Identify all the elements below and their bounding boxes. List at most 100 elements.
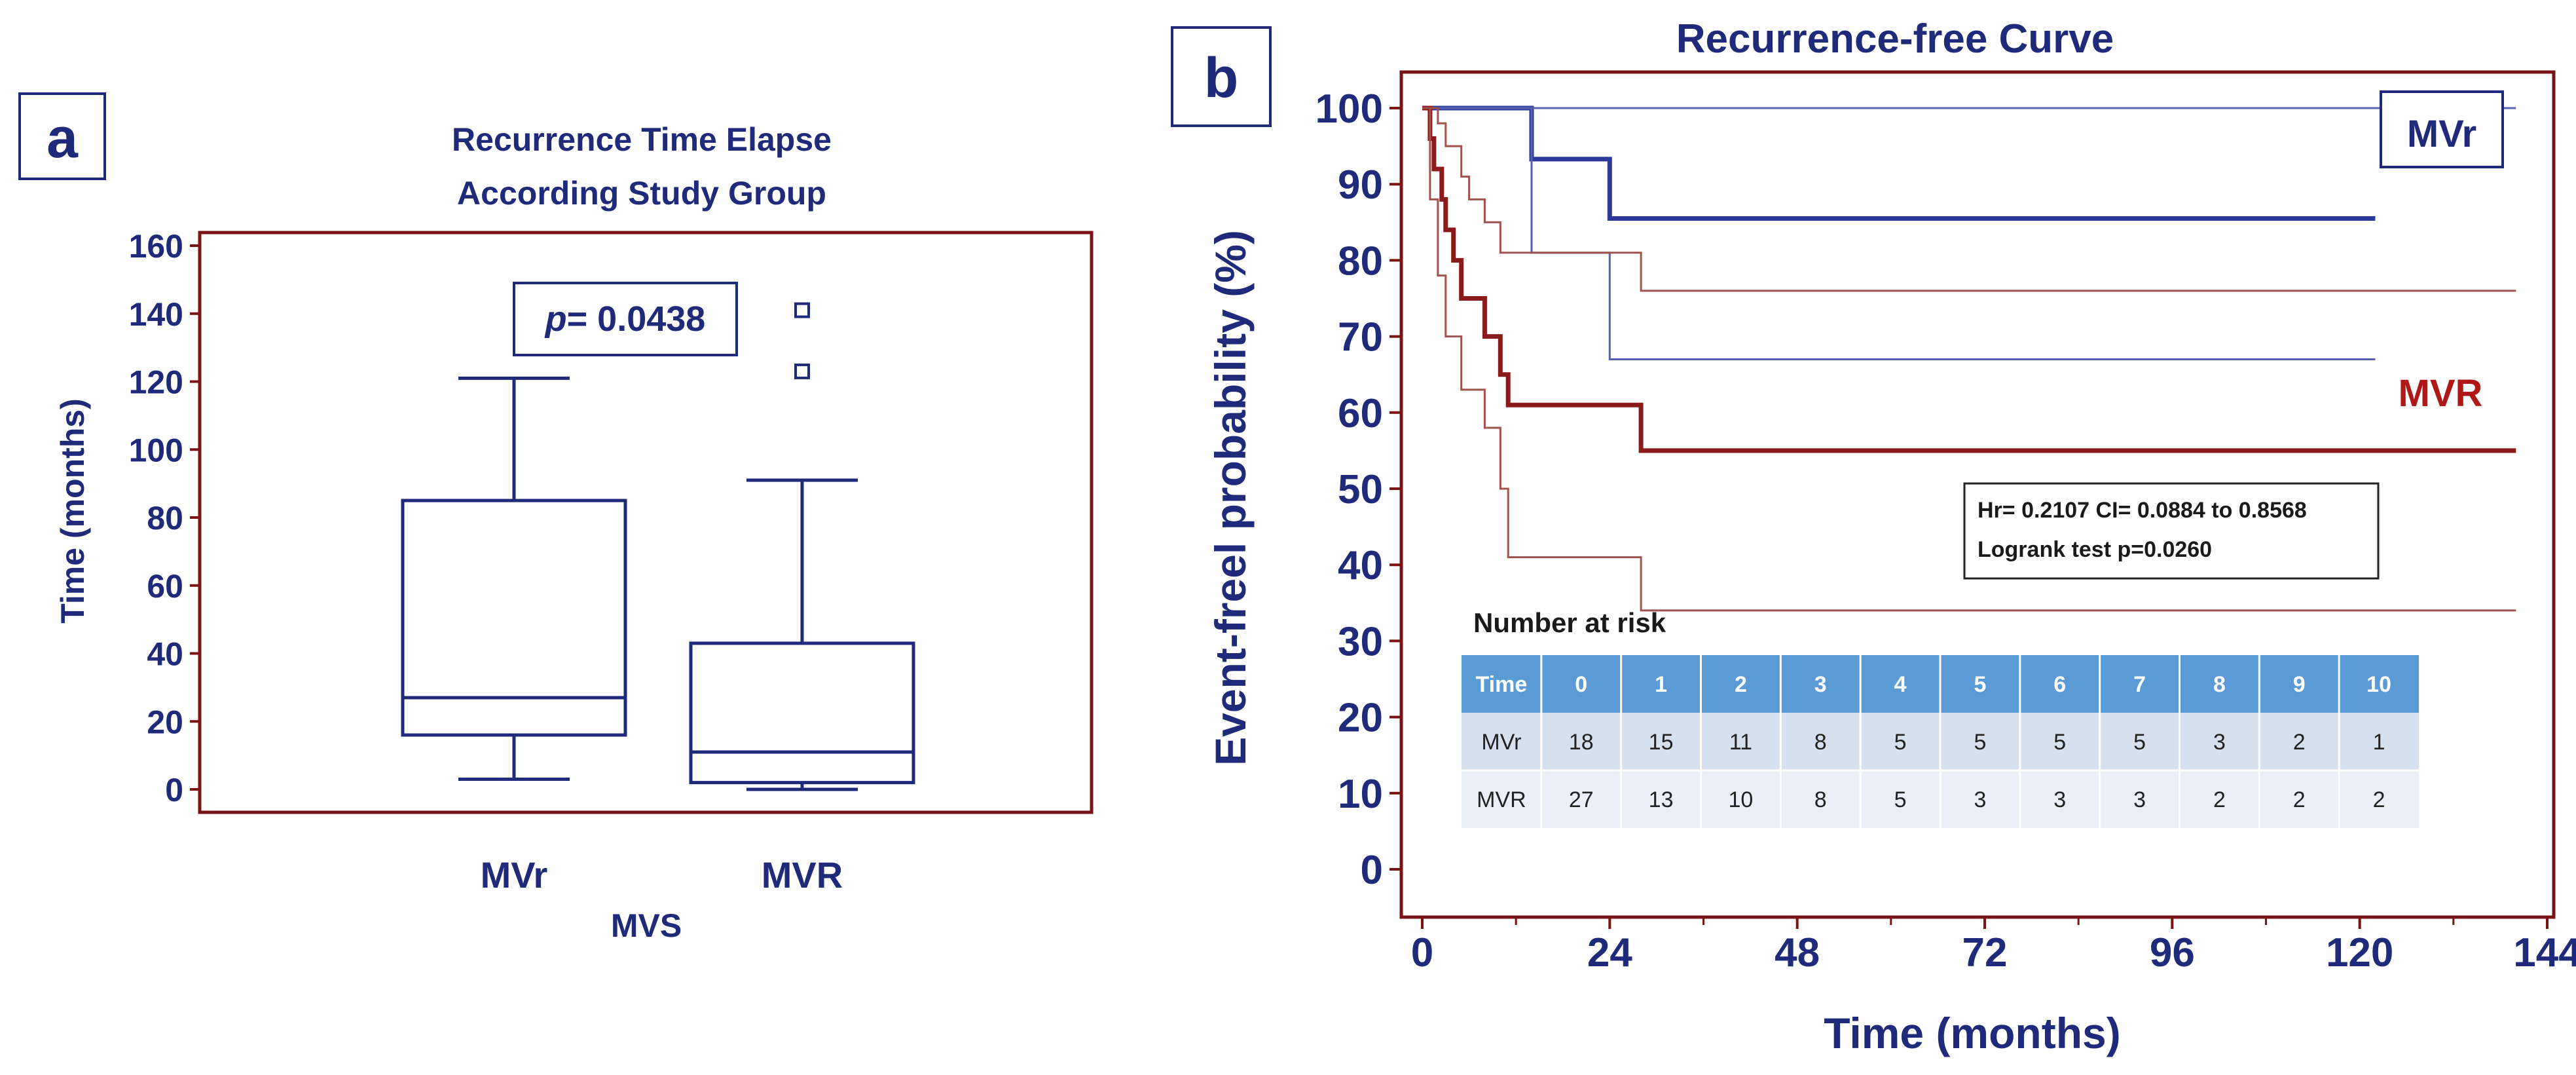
panel-b-x-tick-label: 144 (2513, 930, 2576, 975)
panel-b-y-tick-label: 40 (1338, 543, 1383, 588)
risk-table-cell: 2 (2213, 787, 2226, 812)
km-curves (1422, 105, 2516, 612)
panel-b-x-tick-label: 120 (2326, 930, 2393, 975)
panel-b-y-tick-label: 90 (1338, 162, 1383, 208)
risk-table-cell: MVr (1481, 730, 1521, 755)
legend-mvr-small-label: MVr (2407, 113, 2476, 155)
panel-b-letter: b (1204, 47, 1239, 109)
risk-table-header-cell: 10 (2366, 672, 2391, 697)
panel-b-y-axis-label: Event-freel probability (%) (1206, 230, 1255, 766)
risk-table-cell: 15 (1649, 730, 1674, 755)
box-outlier (794, 363, 810, 379)
panel-b-letter-box (1171, 26, 1272, 127)
panel-a-y-tick-label: 100 (129, 432, 183, 468)
stats-hazard-ratio: Hr= 0.2107 CI= 0.0884 to 0.8568 (1978, 498, 2307, 523)
panel-a-x-category-label: MVr (481, 854, 548, 896)
panel-b-y-tick-label: 60 (1338, 391, 1383, 436)
risk-table-cell: 2 (2293, 730, 2306, 755)
risk-table-header-cell: 5 (1974, 672, 1986, 697)
pvalue-text: p= 0.0438 (544, 299, 706, 339)
risk-table-cell: 5 (1894, 787, 1907, 812)
panel-a-letter-box (18, 92, 106, 180)
panel-b-plot-frame (1399, 70, 2556, 919)
risk-table-title: Number at risk (1473, 607, 1666, 638)
box-MVR (689, 302, 915, 791)
panel-a-y-tick-label: 80 (147, 500, 183, 537)
panel-b-title: Recurrence-free Curve (1676, 16, 2114, 62)
panel-a-y-tick-label: 0 (165, 772, 183, 808)
risk-table-cell: 27 (1569, 787, 1594, 812)
risk-table-header-cell: 2 (1735, 672, 1747, 697)
panel-b-x-axis-label: Time (months) (1824, 1009, 2120, 1057)
risk-table-header-cell: 8 (2213, 672, 2226, 697)
panel-b-y-tick-label: 50 (1338, 467, 1383, 512)
risk-table-cell: 3 (2133, 787, 2146, 812)
panel-b-y-tick-label: 100 (1316, 86, 1383, 132)
panel-a-letter: a (46, 107, 79, 170)
panel-a-y-tick-label: 60 (147, 568, 183, 605)
risk-table-cell: 3 (2053, 787, 2066, 812)
risk-table-cell: 2 (2373, 787, 2385, 812)
panel-b-x-tick-label: 72 (1962, 930, 2008, 975)
box-outlier (794, 302, 810, 318)
panel-b-x-tick-label: 96 (2150, 930, 2195, 975)
risk-table-cell: 11 (1729, 730, 1752, 755)
risk-table-cell: 5 (1894, 730, 1907, 755)
panel-b-y-tick-label: 80 (1338, 238, 1383, 284)
box-MVr (401, 376, 627, 781)
panel-a-y-axis-label: Time (months) (54, 398, 91, 624)
risk-table-cell: 13 (1649, 787, 1674, 812)
risk-table-cell: 3 (2213, 730, 2226, 755)
panel-a-y-tick-label: 120 (129, 364, 183, 401)
risk-table-cell: 3 (1974, 787, 1986, 812)
risk-table-cell: 5 (2053, 730, 2066, 755)
km-MVr-lower-ci (1422, 107, 2376, 360)
panel-a-x-axis-label: MVS (611, 907, 682, 944)
panel-b-x-tick-label: 0 (1411, 930, 1433, 975)
panel-a-x-category-label: MVR (762, 854, 843, 896)
legend-mvr-small-box (2380, 90, 2504, 168)
panel-b-x-tick-label: 48 (1775, 930, 1820, 975)
pvalue-box (513, 282, 738, 356)
legend-mvr-big-label: MVR (2399, 372, 2483, 415)
panel-b: b Recurrence-free Curve Event-freel prob… (1171, 16, 2576, 1057)
risk-table-header-cell: 6 (2053, 672, 2066, 697)
panel-b-y-tick-label: 70 (1338, 315, 1383, 360)
risk-table-cell: 8 (1814, 787, 1827, 812)
risk-table-cell: 18 (1569, 730, 1594, 755)
panel-a-y-tick-label: 140 (129, 296, 183, 333)
km-MVR-lower-ci (1422, 107, 2516, 612)
panel-a-title-line2: According Study Group (457, 175, 826, 212)
panel-a-plot-frame (198, 231, 1094, 814)
risk-table-cell: 5 (2133, 730, 2146, 755)
panel-b-x-axis: 0 24 48 72 96 120 144 (1411, 917, 2576, 975)
panel-a-y-tick-label: 160 (129, 228, 183, 265)
panel-b-y-tick-label: 0 (1361, 848, 1383, 893)
panel-b-x-tick-label: 24 (1587, 930, 1632, 975)
risk-table-header-cell: 0 (1575, 672, 1587, 697)
panel-b-y-tick-label: 10 (1338, 772, 1383, 817)
panel-a-x-categories: MVr MVR (481, 854, 843, 896)
pvalue-symbol: p (544, 299, 567, 339)
box-iqr (401, 499, 627, 737)
risk-table-header-cell: 3 (1814, 672, 1827, 697)
pvalue-value: = 0.0438 (567, 299, 706, 339)
risk-table-cell: MVR (1477, 787, 1526, 812)
stats-box (1963, 482, 2380, 580)
risk-table-header-cell: 4 (1894, 672, 1907, 697)
risk-table-cell: 10 (1729, 787, 1754, 812)
box-iqr (689, 641, 915, 785)
panel-a-y-tick-label: 40 (147, 636, 183, 673)
stats-logrank: Logrank test p=0.0260 (1978, 537, 2212, 562)
risk-table-header-cell: Time (1476, 672, 1528, 697)
km-MVR-estimate (1422, 105, 2516, 453)
km-MVr-estimate (1422, 105, 2376, 221)
risk-table-cell: 2 (2293, 787, 2306, 812)
panel-a: a Recurrence Time Elapse According Study… (18, 92, 1094, 944)
panel-b-y-tick-label: 20 (1338, 696, 1383, 741)
risk-table-header-cell: 9 (2293, 672, 2306, 697)
